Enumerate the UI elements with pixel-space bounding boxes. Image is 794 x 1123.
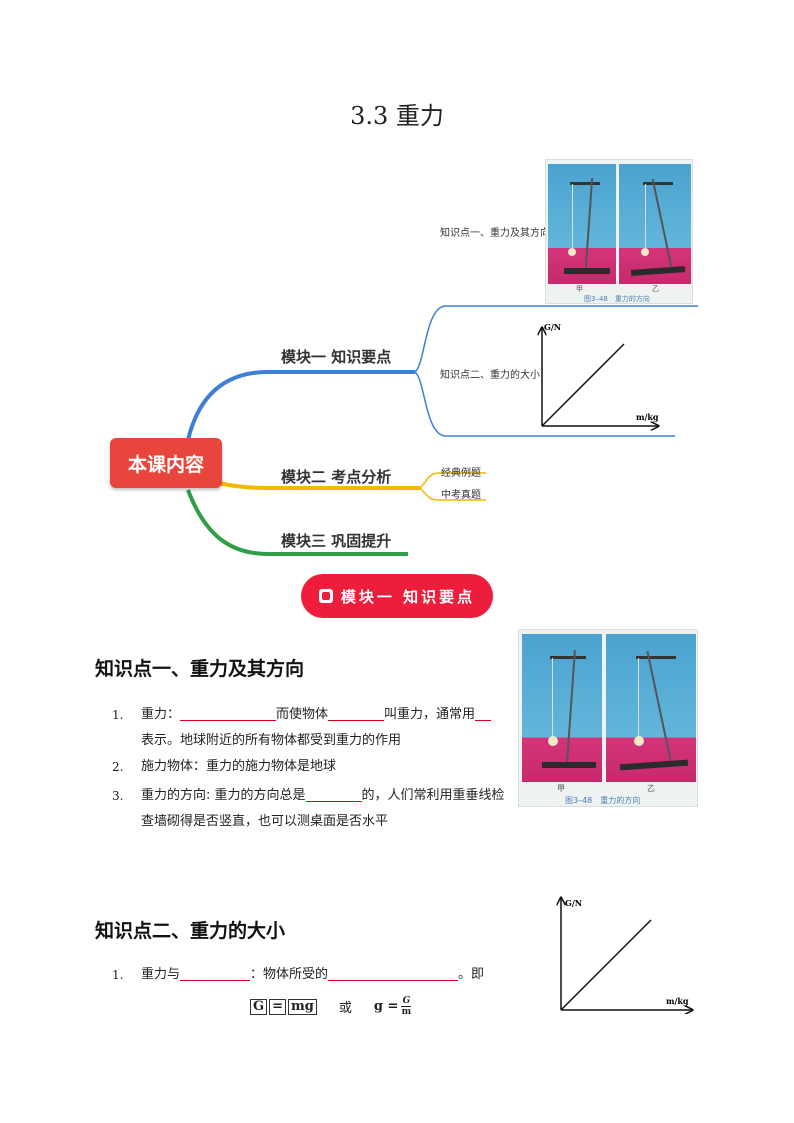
photo-left [548, 164, 616, 284]
figure-caption: 图3–48 重力的方向 [584, 295, 650, 303]
graph-large: G/N m/kg [548, 892, 698, 1014]
blank-field[interactable] [328, 705, 385, 721]
leaf-line-1 [414, 305, 698, 373]
leaf-line-4 [419, 487, 486, 501]
section1-heading: 知识点一、重力及其方向 [95, 658, 305, 680]
list-item: 2. 施力物体：重力的施力物体是地球 [112, 759, 337, 774]
blank-field[interactable] [305, 786, 362, 802]
series-line [560, 919, 652, 1011]
x-axis-label: m/kg [666, 996, 689, 1006]
module-icon [318, 589, 333, 603]
root-node: 本课内容 [110, 438, 222, 488]
blank-field[interactable] [475, 705, 492, 721]
leaf-label-3: 经典例题 [441, 468, 481, 479]
branch-line-3 [186, 489, 408, 556]
list-item: 3. 重力的方向: 重力的方向总是的，人们常利用重垂线检查墙砌得是否竖直，也可以… [112, 786, 505, 829]
photo-label-left: 甲 [557, 784, 565, 793]
photo-right [606, 634, 696, 782]
photo-label-right: 乙 [647, 784, 655, 793]
mindmap: 本课内容 模块一 知识要点 模块二 考点分析 模块三 巩固提升 知识点一、重力及… [0, 150, 794, 570]
graph-small: G/N m/kg [530, 322, 665, 432]
blank-field[interactable] [180, 705, 277, 721]
list-item: 1. 重力与：物体所受的。即 [112, 965, 485, 982]
photo-label-left: 甲 [576, 285, 583, 293]
leaf-line-3 [419, 472, 486, 489]
branch-label-3: 模块三 巩固提升 [281, 532, 392, 550]
module-banner-label: 模块一 知识要点 [340, 587, 476, 606]
module-banner: 模块一 知识要点 [301, 574, 493, 618]
y-axis-label: G/N [544, 322, 561, 332]
leaf-line-2 [414, 371, 675, 437]
photo-right [619, 164, 691, 284]
blank-field[interactable] [328, 965, 459, 981]
figure-large: 甲 乙 图3–48 重力的方向 [518, 629, 698, 807]
branch-label-2: 模块二 考点分析 [281, 468, 392, 486]
figure-small: 甲 乙 图3–48 重力的方向 [545, 159, 693, 304]
list-item: 1. 重力：而使物体叫重力，通常用表示。地球附近的所有物体都受到重力的作用 [112, 702, 512, 754]
blank-field[interactable] [180, 965, 251, 981]
leaf-label-1: 知识点一、重力及其方向 [440, 228, 550, 239]
figure-caption: 图3–48 重力的方向 [565, 796, 641, 805]
photo-left [522, 634, 602, 782]
branch-label-1: 模块一 知识要点 [281, 348, 392, 366]
section2-heading: 知识点二、重力的大小 [95, 920, 286, 942]
series-line [541, 343, 625, 427]
branch-line-1 [186, 370, 415, 441]
leaf-label-4: 中考真题 [441, 490, 481, 501]
photo-label-right: 乙 [652, 285, 659, 293]
y-axis-label: G/N [565, 898, 582, 908]
leaf-label-2: 知识点二、重力的大小 [440, 370, 540, 381]
x-axis-label: m/kg [636, 412, 659, 422]
gravity-formula: G = mg 或 g = G m [250, 996, 412, 1017]
page-title: 3.3 重力 [350, 102, 444, 130]
